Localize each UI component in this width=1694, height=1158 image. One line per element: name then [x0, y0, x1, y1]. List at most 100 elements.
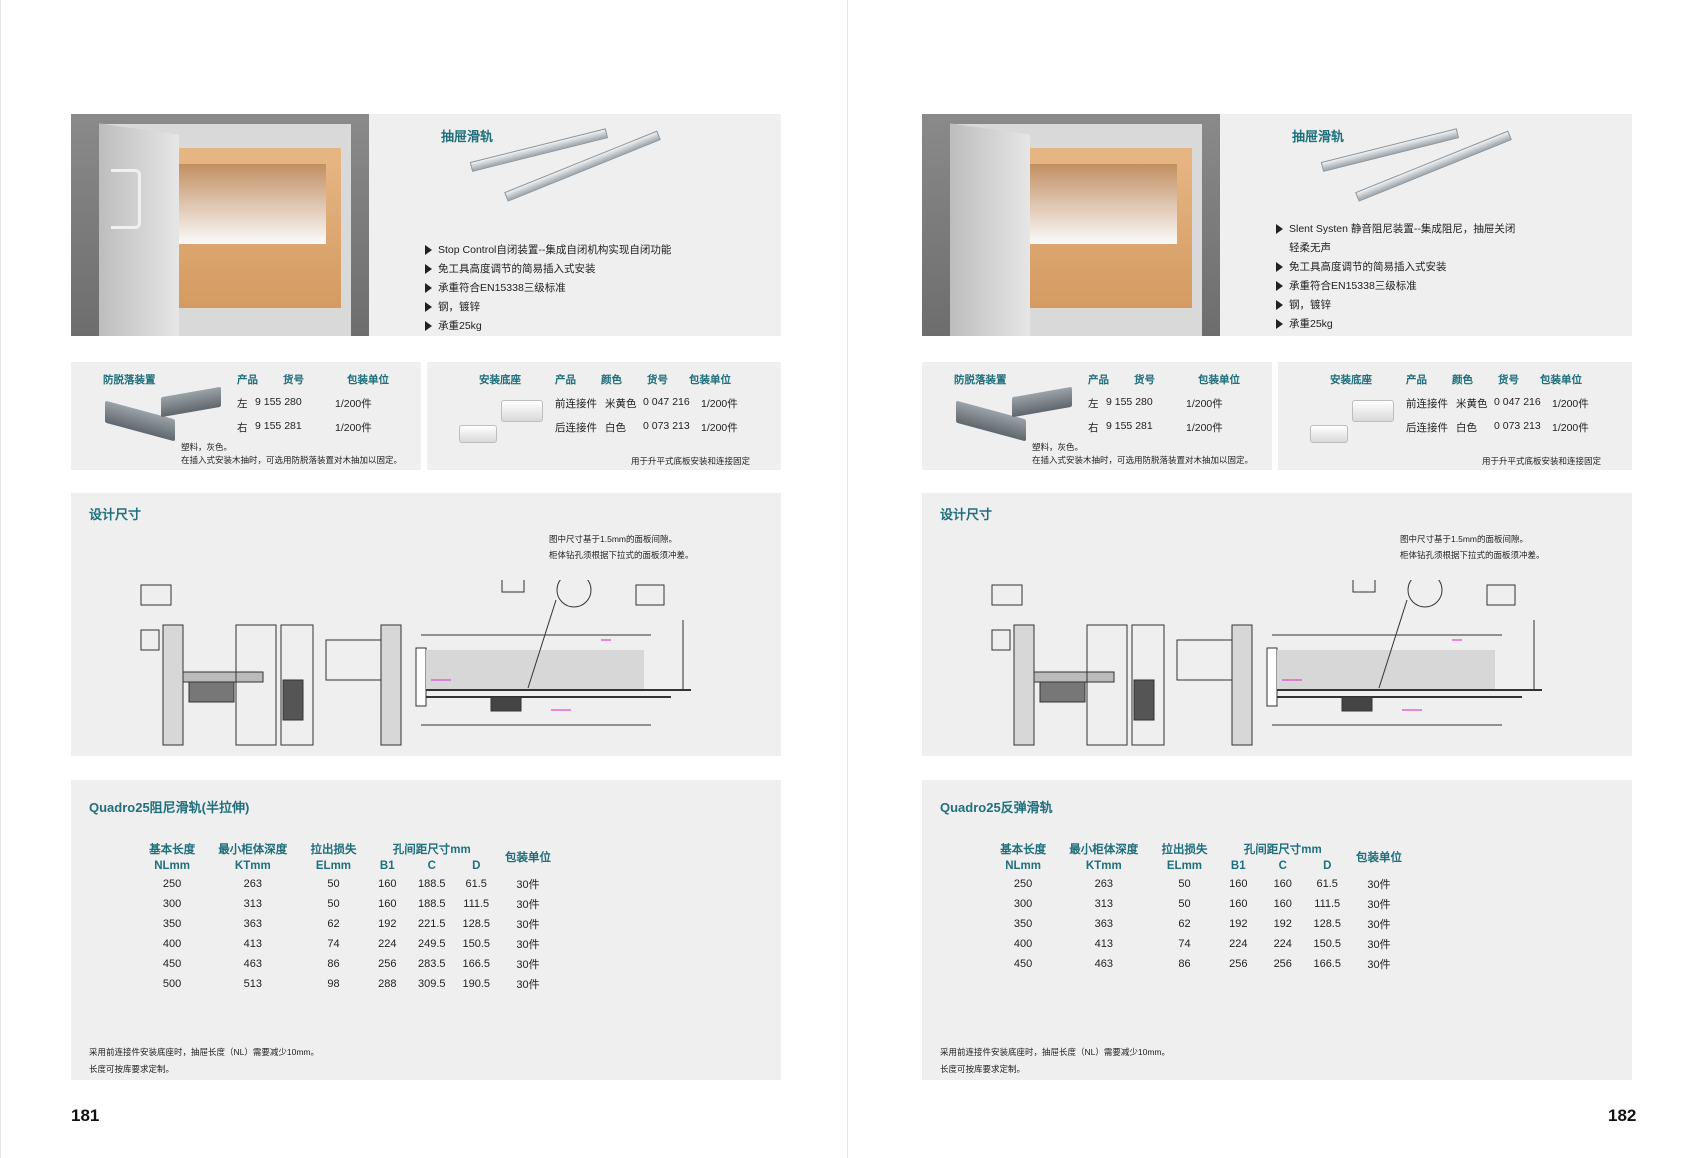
anti-drop-note: 在插入式安装木抽时，可选用防脱落装置对木抽加以固定。: [1032, 455, 1254, 465]
technical-drawing: [140, 580, 691, 746]
table-cell: 224: [1229, 938, 1248, 950]
mount-base-note: 用于升平式底板安装和连接固定: [631, 456, 751, 466]
design-panel: [922, 493, 1632, 756]
table-cell: 283.5: [417, 958, 446, 970]
table-cell: 74: [327, 938, 340, 950]
table-cell: 30件: [516, 979, 540, 991]
feature-list: Slent Systen 静音阻尼装置--集成阻尼，抽屉关闭 轻柔无声 免工具高…: [1276, 220, 1515, 334]
table-cell: 256: [1273, 958, 1292, 970]
dimensions-title: Quadro25阻尼滑轨(半拉伸): [89, 800, 250, 815]
feature-item: Slent Systen 静音阻尼装置--集成阻尼，抽屉关闭: [1289, 223, 1516, 235]
anti-drop-table: 产品 货号 包装单位 左 9 155 280 1/200件 右 9 155 28…: [1088, 374, 1240, 434]
table-cell: 30件: [516, 939, 540, 951]
table-cell: 160: [378, 898, 397, 910]
table-cell: 413: [243, 938, 262, 950]
table-cell: 30件: [1367, 899, 1391, 911]
table-cell: 50: [1178, 878, 1191, 890]
table-cell: 160: [378, 878, 397, 890]
footnote: 长度可按库要求定制。: [940, 1064, 1026, 1074]
mount-base-title: 安装底座: [1330, 374, 1372, 386]
page-number: 181: [71, 1106, 100, 1125]
mount-base-part-image: [1352, 400, 1394, 422]
table-cell: 221.5: [417, 918, 446, 930]
slide-title: 抽屉滑轨: [441, 129, 494, 144]
mount-base-title: 安装底座: [479, 374, 521, 386]
table-cell: 350: [1013, 918, 1033, 930]
design-note: 图中尺寸基于1.5mm的面板间隙。: [549, 534, 677, 544]
mount-base-table: 产品 颜色 货号 包装单位 前连接件 米黄色 0 047 216 1/200件 …: [555, 374, 738, 434]
table-cell: 61.5: [465, 878, 487, 890]
dimensions-table: 基本长度 最小柜体深度 拉出损失 孔间距尺寸mm 包装单位 NLmm KTmm …: [139, 840, 559, 994]
table-cell: 250: [1013, 878, 1033, 890]
table-cell: 313: [1094, 898, 1113, 910]
table-cell: 166.5: [462, 958, 490, 970]
feature-item: 承重符合EN15338三级标准: [438, 282, 566, 294]
feature-item: Stop Control自闭装置--集成自闭机构实现自闭功能: [438, 244, 672, 256]
table-cell: 150.5: [462, 938, 490, 950]
table-cell: 190.5: [462, 978, 490, 990]
anti-drop-title: 防脱落装置: [954, 374, 1007, 386]
page-181: 抽屉滑轨 Stop Control自闭装置--集成自闭机构实现自闭功能 免工具高…: [0, 0, 781, 1158]
dimensions-table: 基本长度 最小柜体深度 拉出损失 孔间距尺寸mm 包装单位 NLmm KTmm …: [990, 840, 1410, 974]
mount-base-table: 产品 颜色 货号 包装单位 前连接件 米黄色 0 047 216 1/200件 …: [1406, 374, 1589, 434]
table-cell: 256: [378, 958, 397, 970]
table-cell: 30件: [516, 899, 540, 911]
table-cell: 224: [378, 938, 397, 950]
table-cell: 166.5: [1313, 958, 1341, 970]
design-note: 柜体钻孔须根据下拉式的面板须冲差。: [549, 550, 694, 560]
feature-item: 承重符合EN15338三级标准: [1289, 280, 1417, 292]
table-cell: 30件: [1367, 939, 1391, 951]
dimensions-panel: [922, 780, 1632, 1080]
page-182: 抽屉滑轨 Slent Systen 静音阻尼装置--集成阻尼，抽屉关闭 轻柔无声…: [847, 0, 1694, 1158]
table-cell: 160: [1273, 898, 1292, 910]
design-note: 柜体钻孔须根据下拉式的面板须冲差。: [1400, 550, 1545, 560]
table-cell: 256: [1229, 958, 1248, 970]
table-cell: 363: [243, 918, 262, 930]
feature-item: 钢，镀锌: [1289, 299, 1331, 311]
table-cell: 463: [243, 958, 262, 970]
table-cell: 192: [378, 918, 397, 930]
table-cell: 62: [327, 918, 340, 930]
table-cell: 263: [243, 878, 262, 890]
table-cell: 50: [1178, 898, 1191, 910]
anti-drop-table: 产品 货号 包装单位 左 9 155 280 1/200件 右 9 155 28…: [237, 374, 389, 434]
table-cell: 188.5: [417, 878, 446, 890]
anti-drop-title: 防脱落装置: [103, 374, 156, 386]
table-cell: 128.5: [1313, 918, 1341, 930]
technical-drawing: [991, 580, 1542, 746]
feature-item: 承重25kg: [1289, 318, 1333, 330]
table-cell: 350: [162, 918, 182, 930]
design-panel: [71, 493, 781, 756]
table-cell: 50: [327, 898, 340, 910]
table-cell: 50: [327, 878, 340, 890]
table-cell: 400: [1013, 938, 1033, 950]
mount-base-panel: [427, 362, 781, 470]
slide-title: 抽屉滑轨: [1292, 129, 1345, 144]
table-cell: 250: [162, 878, 182, 890]
footnote: 采用前连接件安装底座时，抽屉长度（NL）需要减少10mm。: [89, 1047, 319, 1057]
design-note: 图中尺寸基于1.5mm的面板间隙。: [1400, 534, 1528, 544]
mount-base-part-image: [501, 400, 543, 422]
feature-item: 承重25kg: [438, 320, 482, 332]
table-cell: 160: [1273, 878, 1292, 890]
table-cell: 300: [1013, 898, 1033, 910]
table-cell: 363: [1094, 918, 1113, 930]
table-cell: 30件: [516, 919, 540, 931]
feature-list: Stop Control自闭装置--集成自闭机构实现自闭功能 免工具高度调节的简…: [425, 241, 671, 336]
footnote: 采用前连接件安装底座时，抽屉长度（NL）需要减少10mm。: [940, 1047, 1170, 1057]
page-number: 182: [1608, 1106, 1637, 1125]
table-cell: 224: [1273, 938, 1292, 950]
mount-base-note: 用于升平式底板安装和连接固定: [1482, 456, 1602, 466]
footnote: 长度可按库要求定制。: [89, 1064, 175, 1074]
table-cell: 111.5: [463, 898, 490, 910]
dimensions-title: Quadro25反弹滑轨: [940, 800, 1053, 815]
table-cell: 160: [1229, 878, 1248, 890]
